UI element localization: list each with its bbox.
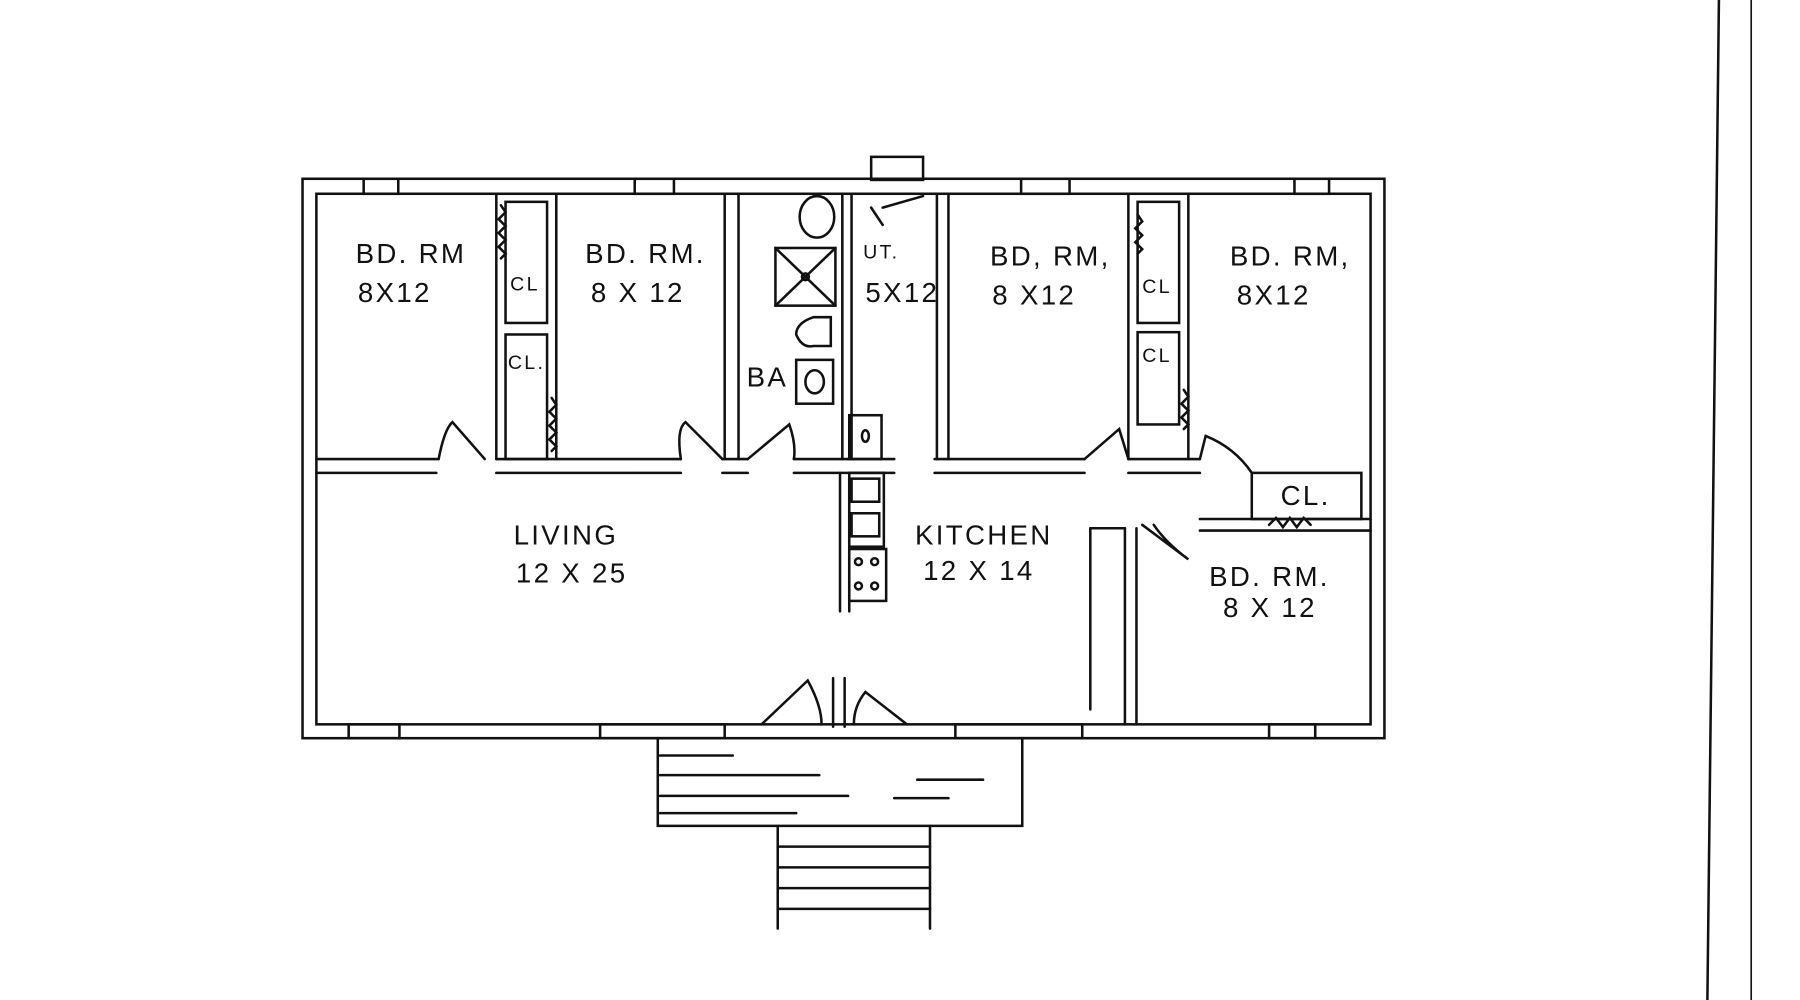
room-label-living: LIVING [514, 519, 619, 550]
closet-sliding-doors [496, 204, 1312, 530]
page-edge-line [1706, 0, 1721, 1000]
door-swings [437, 420, 1254, 728]
stove-icon [847, 547, 888, 603]
room-size-bedroom-4: 8X12 [1237, 279, 1311, 310]
front-steps [776, 824, 932, 930]
room-size-bedroom-2: 8 X 12 [591, 277, 685, 308]
room-size-kitchen: 12 X 14 [923, 555, 1035, 586]
room-size-living: 12 X 25 [516, 557, 628, 588]
front-porch [656, 736, 1024, 828]
closet-label: CL [510, 274, 540, 296]
closet-label: CL. [1281, 480, 1331, 511]
room-size-bedroom-1: 8X12 [358, 277, 432, 308]
toilet-icon [794, 315, 833, 348]
room-label-bath: BA [747, 361, 789, 392]
room-size-bedroom-5: 8 X 12 [1223, 592, 1317, 623]
room-label-kitchen: KITCHEN [915, 519, 1053, 550]
shower-icon [774, 246, 837, 307]
closet-label: CL [1142, 345, 1172, 367]
room-label-bedroom-3: BD, RM, [990, 240, 1111, 271]
kitchen-fixtures [847, 413, 888, 603]
interior-walls [315, 192, 1372, 726]
counter-icon [847, 413, 883, 461]
room-label-bedroom-2: BD. RM. [585, 238, 706, 269]
room-label-bedroom-1: BD. RM [356, 238, 467, 269]
room-label-bedroom-4: BD. RM, [1230, 240, 1351, 271]
closet-label: CL. [508, 352, 545, 374]
room-label-utility: UT. [863, 241, 899, 263]
counter-icon [847, 471, 886, 548]
sink-icon [794, 358, 835, 405]
bath-fixtures [774, 194, 925, 405]
closet-label: CL [1142, 276, 1172, 298]
room-size-utility: 5X12 [865, 277, 939, 308]
room-size-bedroom-3: 8 X12 [992, 279, 1076, 310]
water-heater-icon [798, 194, 836, 239]
room-label-bedroom-5: BD. RM. [1209, 561, 1330, 592]
